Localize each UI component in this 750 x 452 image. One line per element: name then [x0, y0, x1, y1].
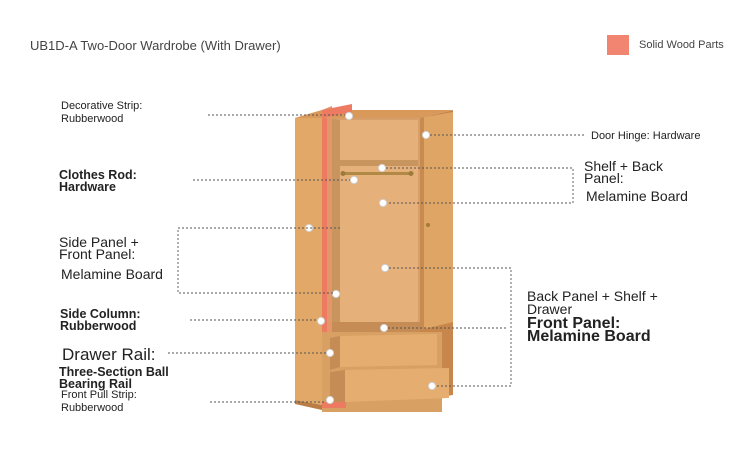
label-back-panel-title-1: Back Panel + Shelf + — [527, 288, 658, 304]
wardrobe-cabinet — [295, 104, 453, 412]
label-side-column-title: Side Column: — [60, 307, 141, 321]
label-shelf-back-material: Melamine Board — [586, 188, 688, 204]
label-clothes-rod-title: Clothes Rod: — [59, 168, 137, 182]
label-shelf-back-title-1: Shelf + Back — [584, 158, 663, 174]
label-front-pull-material: Rubberwood — [61, 402, 124, 414]
label-side-panel-title-2: Front Panel: — [59, 246, 136, 262]
label-side-panel-title-1: Side Panel + — [59, 234, 139, 250]
label-side-column-material: Rubberwood — [60, 319, 137, 333]
label-decorative-strip-title: Decorative Strip: — [61, 100, 143, 112]
label-clothes-rod-material: Hardware — [59, 180, 116, 194]
label-back-panel-material: Melamine Board — [527, 328, 651, 345]
diagram-title: UB1D-A Two-Door Wardrobe (With Drawer) — [30, 38, 281, 53]
legend-swatch — [607, 35, 629, 55]
label-front-pull-title: Front Pull Strip: — [61, 389, 137, 401]
label-drawer-rail-title: Drawer Rail: — [62, 345, 156, 364]
label-drawer-rail-material-1: Three-Section Ball — [59, 365, 169, 379]
label-drawer-rail-material-2: Bearing Rail — [59, 377, 132, 391]
label-back-panel-title-2: Drawer — [527, 301, 573, 317]
label-door-hinge: Door Hinge: Hardware — [591, 130, 701, 142]
legend: Solid Wood Parts — [607, 35, 724, 55]
legend-label: Solid Wood Parts — [639, 39, 724, 51]
label-decorative-strip-material: Rubberwood — [61, 113, 124, 125]
label-side-panel-material: Melamine Board — [61, 266, 163, 282]
label-back-panel-title-3: Front Panel: — [527, 315, 621, 332]
label-shelf-back-title-2: Panel: — [584, 170, 624, 186]
